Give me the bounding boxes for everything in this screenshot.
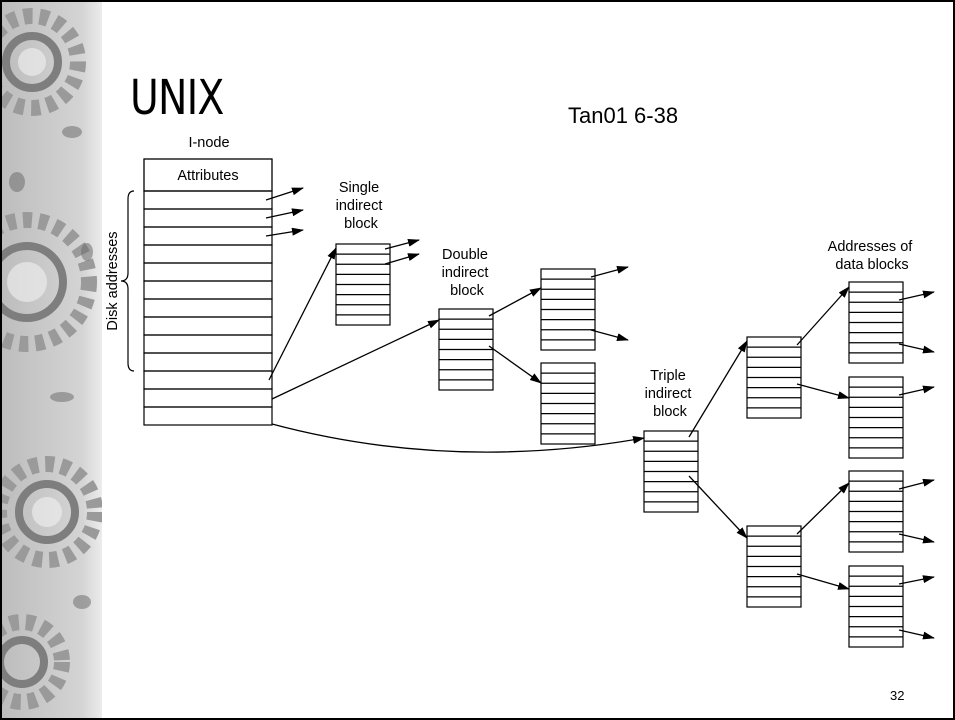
pointer-arrow [898, 385, 935, 396]
pointer-arrow [265, 208, 304, 219]
pointer-arrow [590, 266, 629, 278]
double-indirect-label: Double indirect block [442, 247, 493, 299]
inode-address-row [143, 298, 273, 318]
data-address-block [848, 565, 904, 648]
inode-address-row [143, 388, 273, 408]
pointer-arrow [898, 343, 935, 354]
pointer-arrow [898, 478, 935, 490]
pointer-arrow [271, 319, 440, 400]
double-indirect-child-block [540, 268, 596, 351]
inode-address-row [143, 208, 273, 228]
pointer-arrow [898, 629, 935, 640]
data-address-block [848, 470, 904, 553]
inode-address-row [143, 316, 273, 336]
pointer-arrow [488, 345, 542, 384]
pointer-arrow [590, 329, 629, 341]
attributes-label: Attributes [177, 168, 238, 184]
pointer-arrow [384, 253, 420, 265]
triple-indirect-child-block [746, 336, 802, 419]
inode-address-row [143, 190, 273, 210]
inode-address-row [143, 226, 273, 246]
disk-addresses-brace [120, 190, 135, 372]
double-indirect-child-block [540, 362, 596, 445]
pointer-arrow [271, 423, 645, 453]
inode-address-row [143, 352, 273, 372]
inode-address-row [143, 244, 273, 264]
pointer-arrow [796, 286, 850, 346]
inode-address-row [143, 334, 273, 354]
single-indirect-block [335, 243, 391, 326]
data-blocks-label: Addresses of data blocks [828, 239, 917, 273]
slide-title: UNIX [130, 70, 224, 126]
pointer-arrow [268, 247, 337, 381]
double-indirect-block [438, 308, 494, 391]
pointer-arrow [688, 475, 748, 539]
pointer-arrow [265, 227, 304, 237]
pointer-arrow [796, 482, 850, 535]
gear-decoration [2, 2, 102, 718]
disk-addresses-label: Disk addresses [105, 231, 121, 330]
triple-indirect-label: Triple indirect block [645, 368, 696, 420]
data-address-block [848, 376, 904, 459]
inode-label: I-node [188, 135, 229, 151]
inode-address-row [143, 370, 273, 390]
pointer-arrow [796, 573, 850, 590]
single-indirect-label: Single indirect block [336, 180, 387, 232]
pointer-arrow [898, 290, 935, 301]
pointer-arrow [265, 187, 304, 201]
pointer-arrow [488, 287, 542, 317]
inode-address-row [143, 280, 273, 300]
page-number: 32 [890, 688, 905, 703]
triple-indirect-child-block [746, 525, 802, 608]
pointer-arrow [898, 575, 935, 585]
reference-label: Tan01 6-38 [568, 103, 679, 128]
data-address-block [848, 281, 904, 364]
inode-block: Attributes [143, 158, 273, 426]
pointer-arrow [384, 238, 420, 250]
pointer-arrow [796, 383, 850, 400]
inode-address-row [143, 406, 273, 426]
triple-indirect-block [643, 430, 699, 513]
pointer-arrow [688, 340, 748, 438]
pointer-arrow [898, 533, 935, 544]
inode-address-row [143, 262, 273, 282]
